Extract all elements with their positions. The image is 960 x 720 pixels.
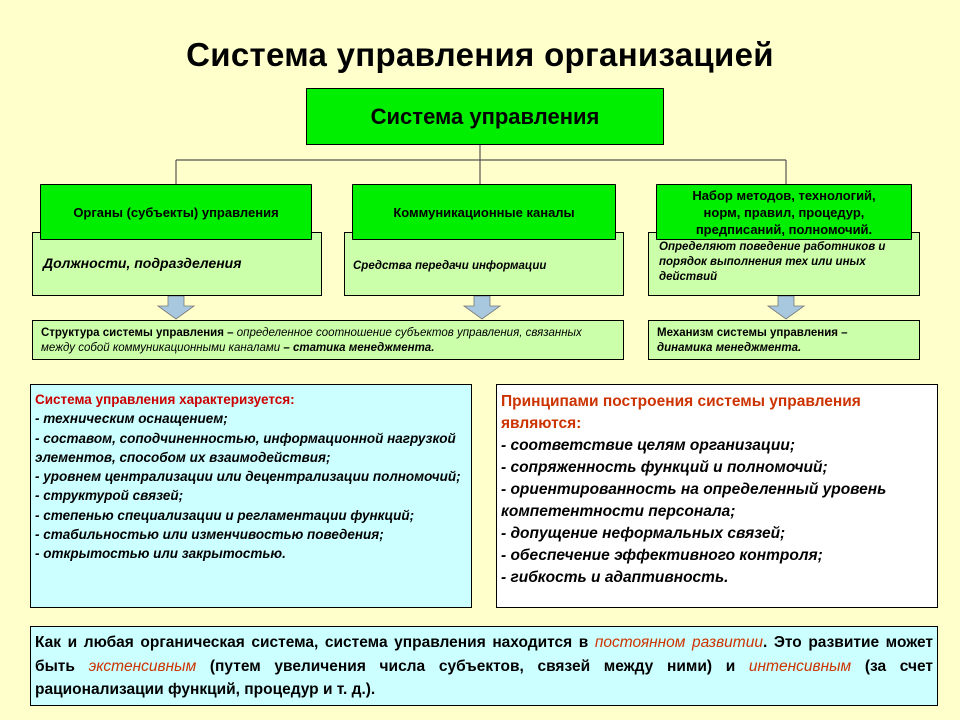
list-item: - допущение неформальных связей;	[501, 525, 786, 542]
column-1-head-box: Органы (субъекты) управления	[40, 184, 312, 240]
list-item: - сопряженность функций и полномочий;	[501, 459, 828, 476]
column-2-sub-box: Средства передачи информации	[344, 232, 624, 296]
principles-box: Принципами построения системы управления…	[496, 384, 938, 608]
structure-tail: – статика менеджмента.	[280, 342, 435, 354]
list-item: - соответствие целям организации;	[501, 437, 796, 454]
list-item: - открытостью или закрытостью.	[35, 546, 286, 562]
system-management-box: Система управления	[306, 88, 664, 145]
structure-text: определенное соотношение субъектов управ…	[41, 327, 582, 354]
characteristics-heading: Система управления характеризуется:	[35, 392, 295, 407]
development-text-4: (за счет рационализации функций, процеду…	[35, 657, 933, 699]
list-item: - гибкость и адаптивность.	[501, 569, 729, 586]
column-2-sub-text: Средства передачи информации	[353, 260, 547, 272]
column-1-sub-box: Должности, подразделения	[32, 232, 322, 296]
list-item: - степенью специализации и регламентации…	[35, 507, 415, 523]
mechanism-term: Механизм системы управления –	[657, 327, 848, 339]
column-3-head-line-1: Набор методов, технологий,	[692, 188, 876, 203]
list-item: - техническим оснащением;	[35, 411, 228, 427]
structure-definition-box: Структура системы управления – определен…	[32, 320, 624, 360]
column-3-head-line-2: норм, правил, процедур,	[703, 205, 865, 220]
development-box: Как и любая органическая система, систем…	[30, 626, 938, 706]
development-highlight-1: постоянном развитии	[594, 634, 763, 651]
column-3-head-box: Набор методов, технологий, норм, правил,…	[656, 184, 912, 240]
list-item: - ориентированность на определенный уров…	[501, 481, 887, 520]
list-item: - уровнем централизации или децентрализа…	[35, 469, 461, 485]
down-arrow-icon	[462, 296, 502, 320]
principles-heading: Принципами построения системы управления…	[501, 393, 861, 432]
characteristics-box: Система управления характеризуется: - те…	[30, 384, 472, 608]
column-1-sub-text: Должности, подразделения	[43, 255, 242, 271]
column-3-sub-box: Определяют поведение работников и порядо…	[648, 232, 920, 296]
column-1-head-text: Органы (субъекты) управления	[73, 204, 279, 220]
development-highlight-2: экстенсивным	[88, 657, 197, 675]
mechanism-tail: динамика менеджмента.	[657, 342, 802, 354]
column-2-head-box: Коммуникационные каналы	[352, 184, 616, 240]
list-item: - стабильностью или изменчивостью поведе…	[35, 527, 384, 543]
list-item: - структурой связей;	[35, 488, 184, 504]
column-3-head-line-3: предписаний, полномочий.	[695, 222, 873, 237]
mechanism-definition-box: Механизм системы управления – динамика м…	[648, 320, 920, 360]
development-text-1: Как и любая органическая система, систем…	[35, 634, 595, 651]
down-arrow-icon	[766, 296, 806, 320]
structure-term: Структура системы управления –	[41, 327, 234, 339]
page-title: Система управления организацией	[186, 36, 774, 73]
development-text-3: (путем увеличения числа субъектов, связе…	[196, 657, 749, 675]
column-2-head-text: Коммуникационные каналы	[393, 204, 575, 220]
down-arrow-icon	[156, 296, 196, 320]
column-3-sub-text: Определяют поведение работников и порядо…	[659, 241, 886, 283]
development-highlight-3: интенсивным	[748, 657, 852, 675]
development-text-2: . Это развитие может быть	[35, 634, 933, 675]
list-item: - обеспечение эффективного контроля;	[501, 547, 823, 564]
list-item: - составом, соподчиненностью, информацио…	[35, 430, 456, 465]
